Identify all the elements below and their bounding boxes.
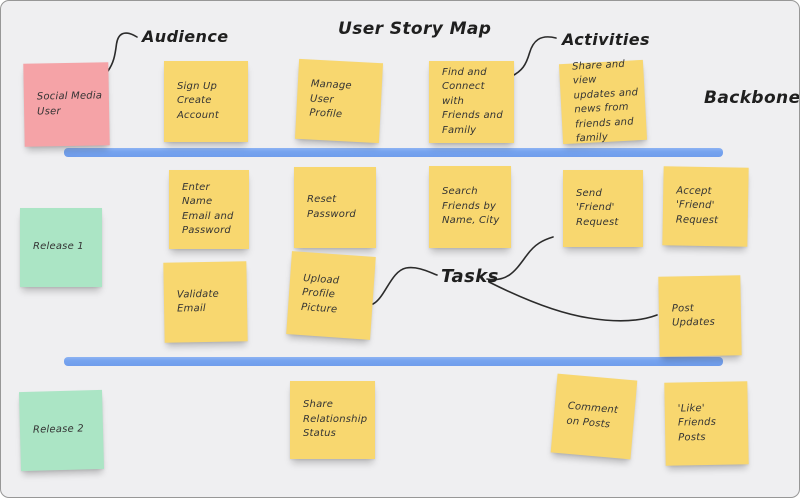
sticky-note-text: Share Relationship Status bbox=[303, 399, 368, 440]
sticky-note-text: Find and Connect with Friends and Family bbox=[442, 66, 503, 136]
sticky-note-validate-email[interactable]: Validate Email bbox=[163, 261, 248, 343]
sticky-note-text: Upload Profile Picture bbox=[300, 272, 340, 316]
audience-connector bbox=[107, 32, 138, 72]
sticky-note-manage-profile[interactable]: Manage User Profile bbox=[294, 58, 384, 144]
sticky-note-text: Accept 'Friend' Request bbox=[675, 185, 719, 226]
sticky-note-sign-up[interactable]: Sign Up Create Account bbox=[164, 61, 248, 142]
backbone-bar-bottom bbox=[64, 357, 723, 366]
page-title: User Story Map bbox=[338, 19, 492, 39]
sticky-note-social-media-user[interactable]: Social Media User bbox=[23, 62, 110, 147]
sticky-note-text: Search Friends by Name, City bbox=[442, 186, 500, 227]
sticky-note-text: 'Like' Friends Posts bbox=[677, 402, 717, 444]
activities-connector bbox=[511, 36, 557, 77]
sticky-note-share-view[interactable]: Share and view updates and news from fri… bbox=[558, 58, 648, 144]
sticky-note-text: Share and view updates and news from fri… bbox=[571, 58, 639, 145]
sticky-note-text: Post Updates bbox=[671, 302, 716, 329]
tasks-label: Tasks bbox=[441, 266, 499, 287]
sticky-note-like-posts[interactable]: 'Like' Friends Posts bbox=[664, 381, 749, 466]
sticky-note-text: Release 2 bbox=[32, 423, 84, 436]
sticky-note-search-friends[interactable]: Search Friends by Name, City bbox=[429, 166, 511, 248]
sticky-note-find-connect[interactable]: Find and Connect with Friends and Family bbox=[429, 61, 514, 143]
sticky-note-text: Sign Up Create Account bbox=[177, 80, 219, 121]
backbone-bar-top bbox=[64, 148, 723, 157]
sticky-note-enter-name[interactable]: Enter Name Email and Password bbox=[169, 170, 249, 249]
tasks-connector-down bbox=[488, 281, 658, 322]
sticky-note-send-request[interactable]: Send 'Friend' Request bbox=[563, 170, 643, 247]
sticky-note-text: Validate Email bbox=[176, 288, 220, 315]
sticky-note-text: Reset Password bbox=[307, 194, 356, 220]
sticky-note-release-2[interactable]: Release 2 bbox=[18, 389, 105, 472]
activities-label: Activities bbox=[562, 30, 650, 49]
backbone-label: Backbone bbox=[704, 88, 800, 108]
sticky-note-comment-posts[interactable]: Comment on Posts bbox=[550, 373, 638, 460]
sticky-note-text: Social Media User bbox=[36, 90, 103, 118]
sticky-note-reset-password[interactable]: Reset Password bbox=[294, 167, 376, 248]
sticky-note-post-updates[interactable]: Post Updates bbox=[658, 275, 742, 357]
sticky-note-upload-picture[interactable]: Upload Profile Picture bbox=[286, 251, 376, 340]
sticky-note-release-1[interactable]: Release 1 bbox=[20, 208, 102, 287]
sticky-note-accept-request[interactable]: Accept 'Friend' Request bbox=[662, 166, 749, 247]
sticky-note-text: Comment on Posts bbox=[566, 400, 619, 430]
sticky-note-text: Release 1 bbox=[33, 241, 84, 253]
sticky-note-text: Enter Name Email and Password bbox=[182, 181, 234, 237]
audience-label: Audience bbox=[142, 27, 229, 46]
tasks-connector-left bbox=[372, 266, 438, 305]
sticky-note-share-relationship[interactable]: Share Relationship Status bbox=[290, 381, 375, 459]
sticky-note-text: Send 'Friend' Request bbox=[576, 187, 619, 228]
sticky-note-text: Manage User Profile bbox=[309, 78, 352, 121]
